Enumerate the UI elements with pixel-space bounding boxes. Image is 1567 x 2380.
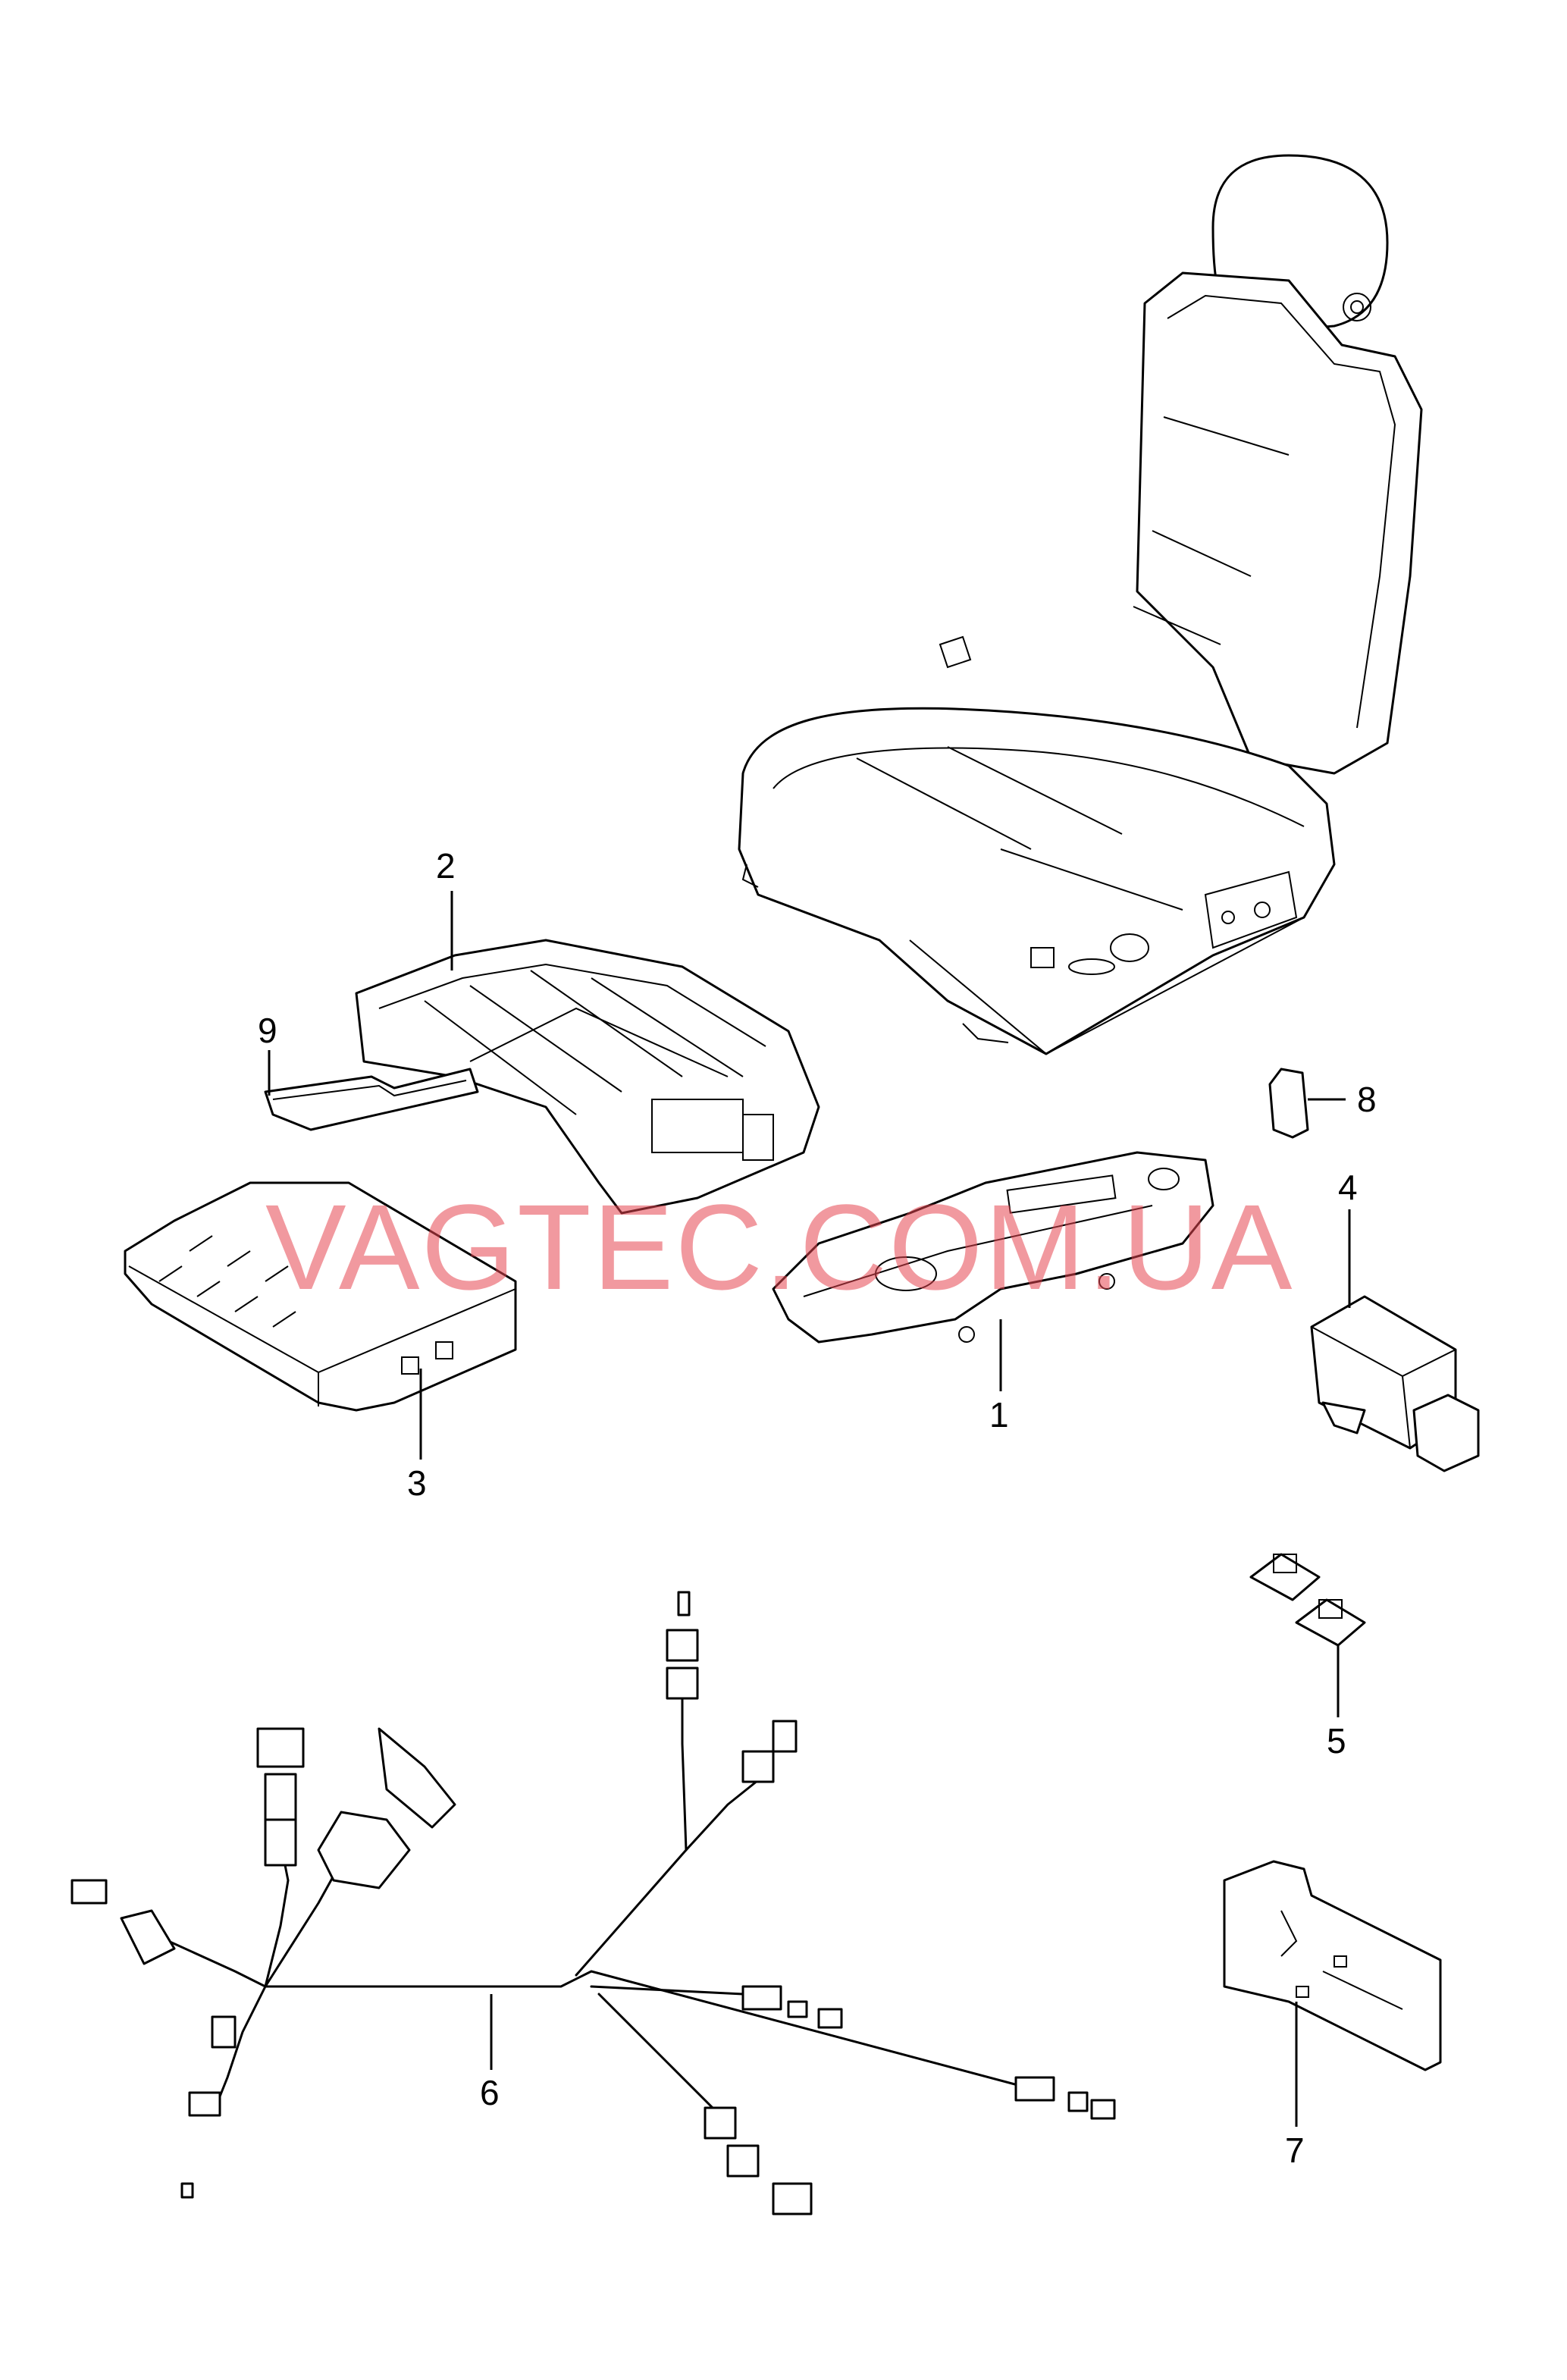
- callout-5: 5: [1327, 1721, 1346, 1761]
- callout-8: 8: [1357, 1080, 1377, 1119]
- part-8-knob: [1268, 1068, 1346, 1139]
- callout-6: 6: [480, 2073, 500, 2112]
- part-6-wiring-harness: [71, 1591, 1116, 2215]
- callout-7: 7: [1285, 2131, 1305, 2170]
- part-5-clips: [1249, 1553, 1366, 1717]
- callout-9: 9: [258, 1011, 277, 1050]
- callout-3: 3: [407, 1463, 427, 1503]
- callout-1: 1: [989, 1395, 1009, 1435]
- part-2-frame: [355, 891, 820, 1215]
- part-7-bracket: [1223, 1860, 1442, 2127]
- part-1-switch-panel: [772, 1151, 1214, 1391]
- callout-4: 4: [1338, 1168, 1358, 1207]
- callout-2: 2: [436, 846, 456, 886]
- part-4-module: [1310, 1209, 1480, 1472]
- seat-illustration: [738, 154, 1423, 1055]
- part-9-tray: [264, 1050, 479, 1131]
- part-3-control-unit: [124, 1181, 517, 1460]
- watermark: VAGTEC.COM.UA: [265, 1179, 1293, 1315]
